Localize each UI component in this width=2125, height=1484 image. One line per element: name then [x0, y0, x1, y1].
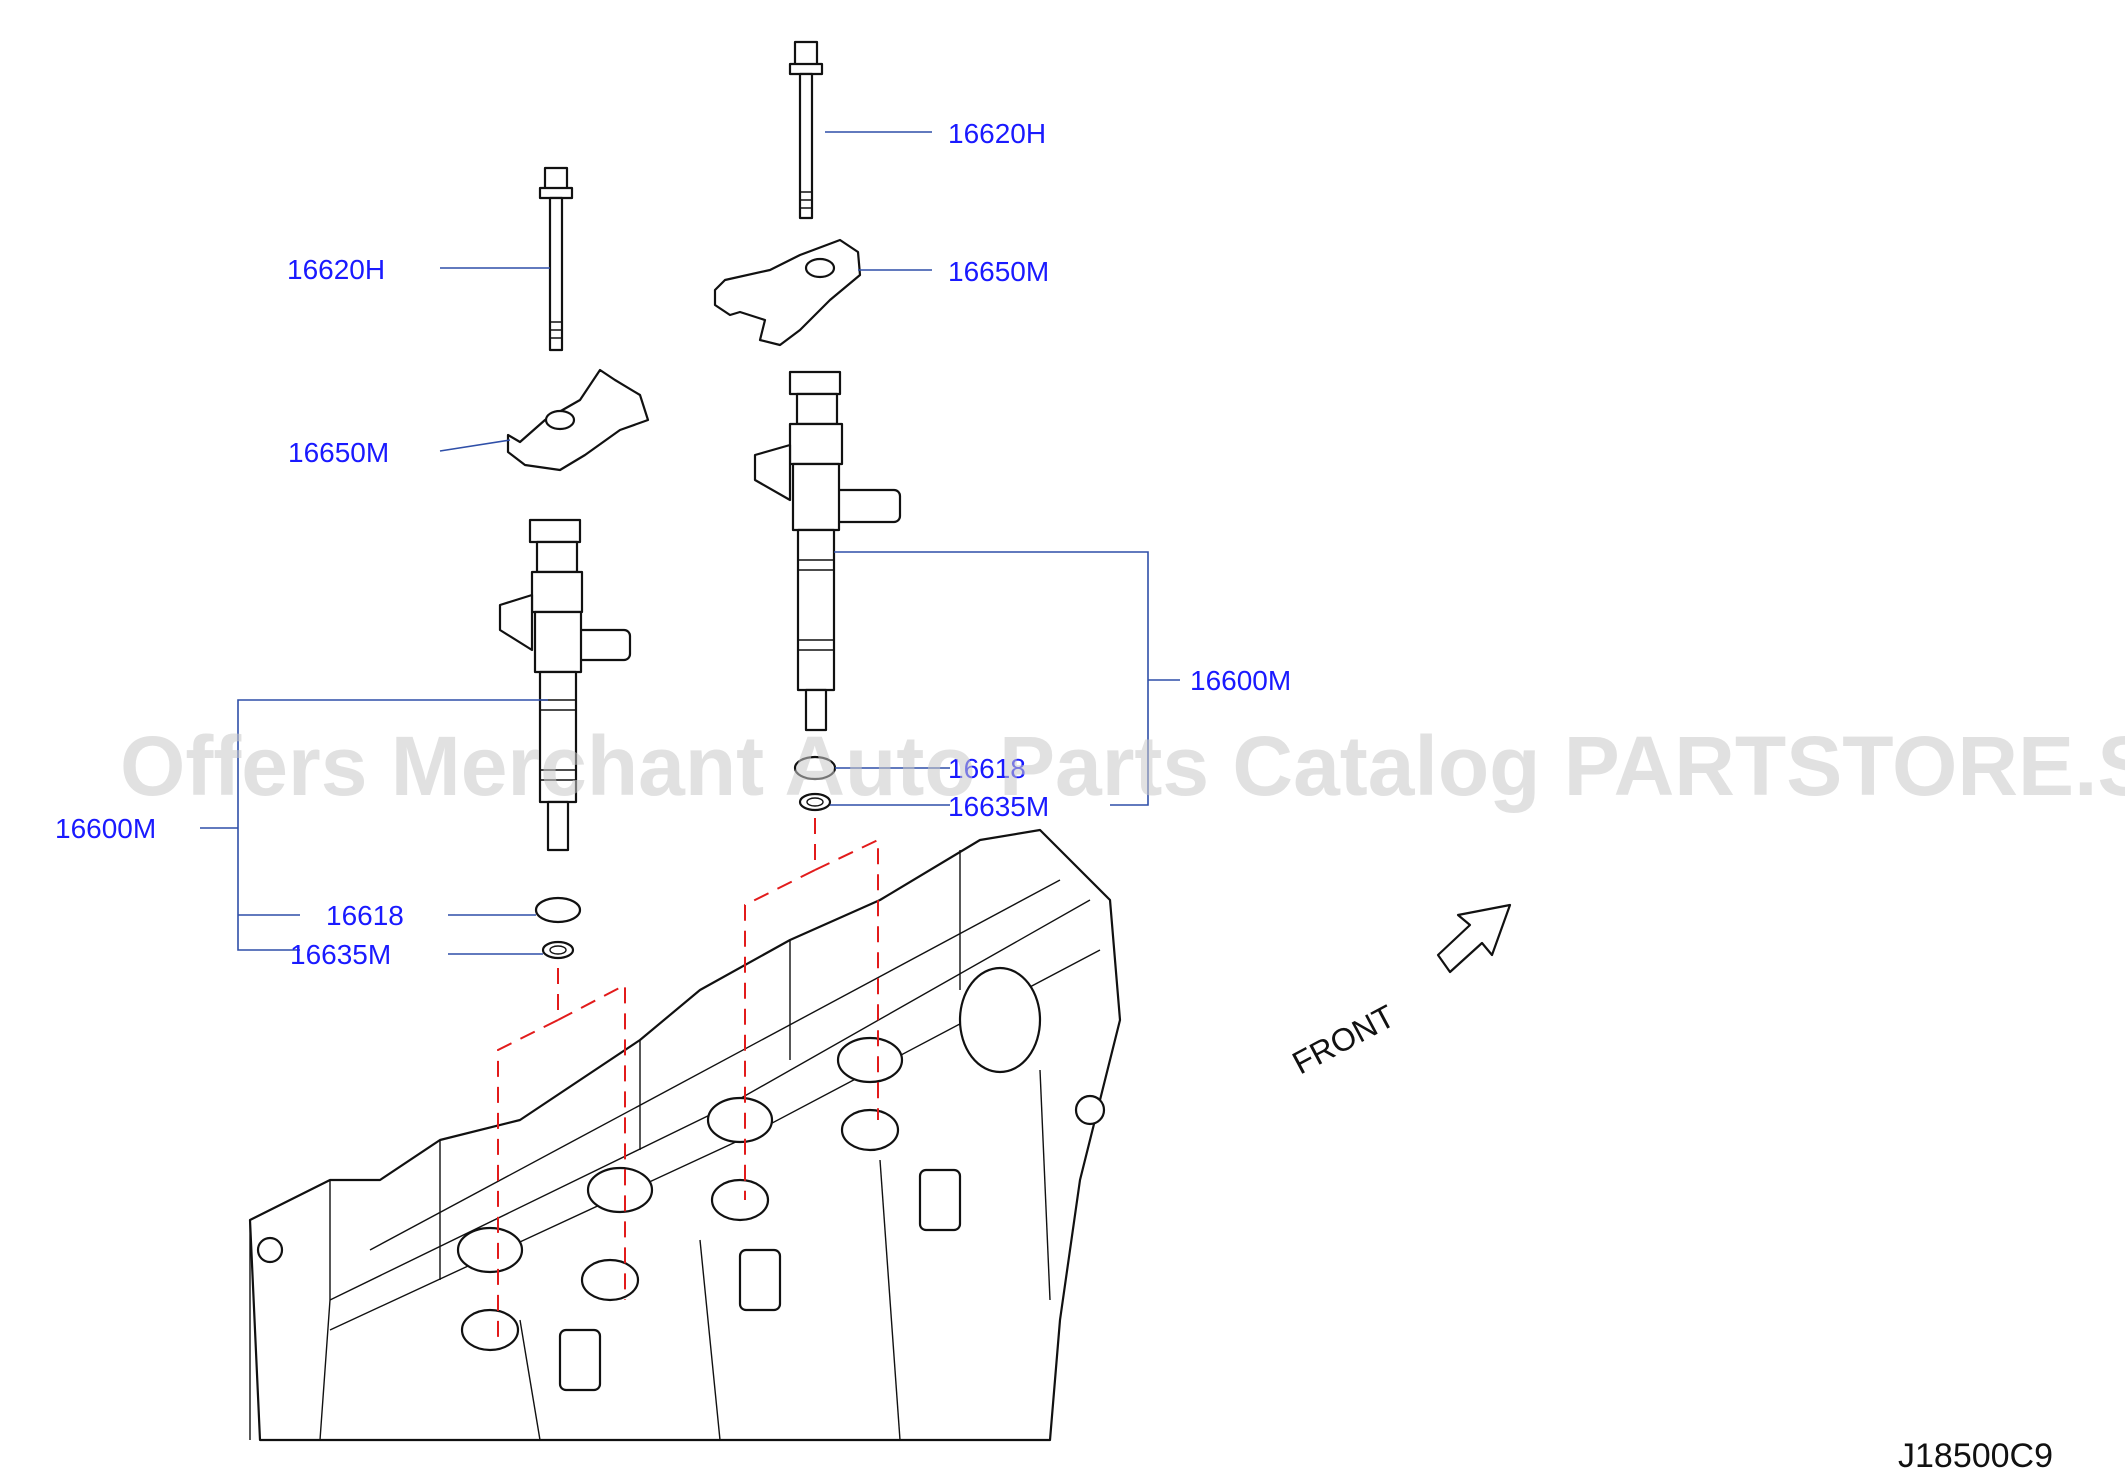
front-arrow-icon [1436, 903, 1512, 974]
watermark-text: Offers Merchant Auto Parts Catalog PARTS… [120, 719, 2125, 813]
callout-bolt-right[interactable]: 16620H [948, 118, 1046, 149]
callout-seal-right[interactable]: 16618 [948, 753, 1026, 784]
left-injector [498, 518, 632, 852]
callout-clamp-left[interactable]: 16650M [288, 437, 389, 468]
callout-seal-left[interactable]: 16618 [326, 900, 404, 931]
left-washer [541, 940, 575, 960]
right-washer [798, 792, 832, 812]
right-bolt [788, 40, 824, 220]
diagram-code: J18500C9 [1898, 1437, 2053, 1475]
leader-lines [200, 131, 1180, 955]
callout-clamp-right[interactable]: 16650M [948, 256, 1049, 287]
front-direction-indicator: FRONT [1286, 903, 1512, 1082]
callout-bolt-left[interactable]: 16620H [287, 254, 385, 285]
installation-lines [497, 818, 879, 1340]
callout-washer-right[interactable]: 16635M [948, 791, 1049, 822]
right-clamp [713, 238, 862, 347]
callout-injector-left[interactable]: 16600M [55, 813, 156, 844]
callout-washer-left[interactable]: 16635M [290, 939, 391, 970]
left-seal-ring [534, 896, 582, 924]
callout-injector-right[interactable]: 16600M [1190, 665, 1291, 696]
cylinder-head [248, 828, 1122, 1442]
front-label: FRONT [1286, 998, 1400, 1082]
right-injector [753, 370, 902, 732]
left-bolt [538, 166, 574, 352]
left-clamp [506, 368, 650, 472]
